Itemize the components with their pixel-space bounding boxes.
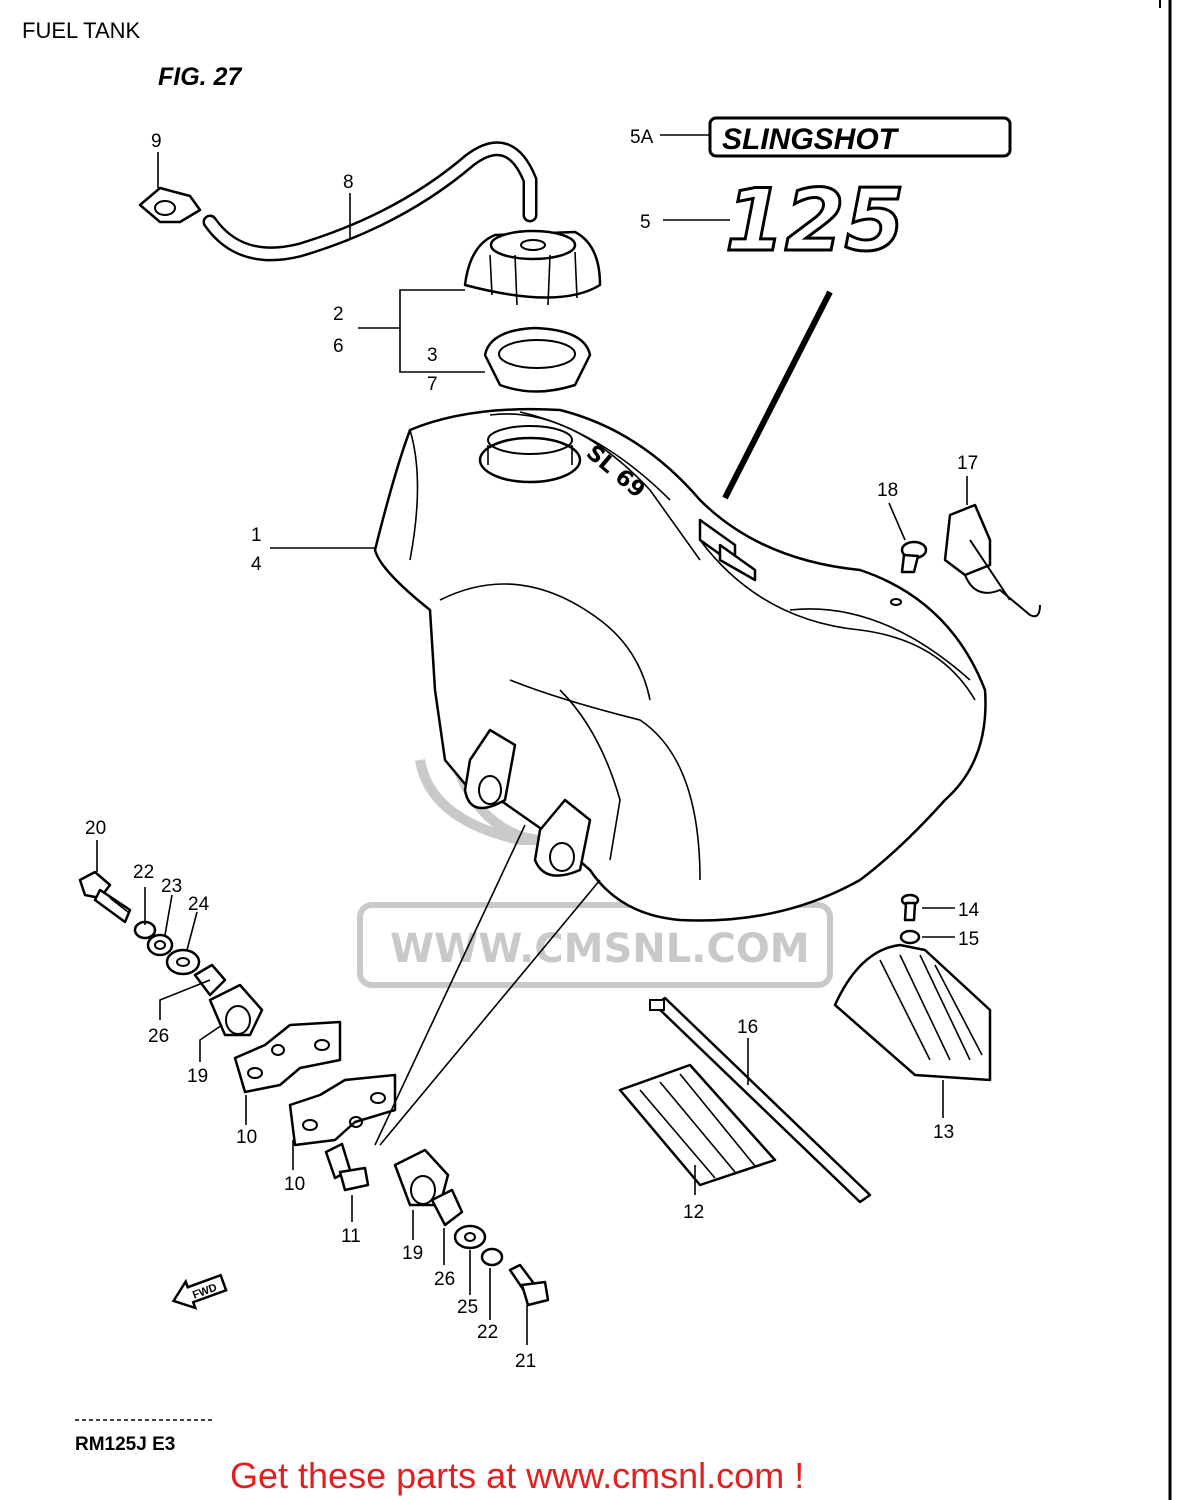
- part-21-bolt: [508, 1263, 550, 1307]
- leader-2-3: [358, 289, 485, 373]
- part-8-breather-hose: [202, 141, 538, 262]
- part-3-cap-gasket: [483, 326, 592, 393]
- leader-lower-centre: [412, 1210, 528, 1345]
- callout-10a: 10: [236, 1127, 257, 1148]
- callout-17: 17: [957, 453, 978, 474]
- part-9-clamp: [138, 186, 202, 224]
- callout-10b: 10: [284, 1174, 305, 1195]
- callout-2: 2: [333, 304, 344, 325]
- page-title: FUEL TANK: [22, 18, 141, 43]
- fwd-arrow-icon: FWD: [171, 1273, 228, 1310]
- callout-7: 7: [427, 374, 438, 395]
- part-12-rubber-pad: [618, 1063, 777, 1187]
- figure-label: FIG. 27: [158, 63, 242, 91]
- callout-19a: 19: [187, 1066, 208, 1087]
- part-17-hook: [943, 503, 1041, 618]
- part-15-washer: [899, 929, 921, 945]
- callout-22a: 22: [133, 862, 154, 883]
- callout-3: 3: [427, 345, 438, 366]
- part-1-fuel-tank: SL 69: [373, 407, 987, 922]
- part-10-bracket-a: [233, 1020, 342, 1094]
- callout-23: 23: [161, 876, 182, 897]
- callout-26b: 26: [434, 1269, 455, 1290]
- part-19-grommet-a: [208, 983, 264, 1037]
- leader-18: [888, 502, 906, 541]
- callout-19b: 19: [402, 1243, 423, 1264]
- part-11-bolt: [324, 1142, 370, 1192]
- decal-125: 125: [724, 170, 907, 273]
- part-10-bracket-b: [288, 1073, 397, 1147]
- footer-cta-link[interactable]: Get these parts at www.cmsnl.com !: [230, 1455, 804, 1496]
- callout-21: 21: [515, 1351, 536, 1372]
- part-25-washer: [453, 1224, 487, 1250]
- callout-8: 8: [343, 172, 354, 193]
- callout-13: 13: [933, 1122, 954, 1143]
- part-20-bolt: [78, 870, 132, 924]
- watermark-url: WWW.CMSNL.COM: [390, 926, 810, 972]
- callout-6: 6: [333, 336, 344, 357]
- callout-22b: 22: [477, 1322, 498, 1343]
- callout-5: 5: [640, 212, 651, 233]
- part-13-cover: [833, 943, 992, 1082]
- callout-9: 9: [151, 131, 162, 152]
- callout-16: 16: [737, 1017, 758, 1038]
- part-14-screw: [900, 893, 920, 922]
- decal-125-text: 125: [725, 171, 905, 271]
- callout-5a: 5A: [630, 127, 654, 148]
- callout-20: 20: [85, 818, 106, 839]
- part-19-grommet-b: [393, 1148, 450, 1207]
- part-2-fuel-cap: [463, 229, 602, 306]
- model-code: RM125J E3: [75, 1434, 175, 1455]
- callout-14: 14: [958, 900, 980, 921]
- callout-15: 15: [958, 929, 979, 950]
- callout-4: 4: [251, 554, 262, 575]
- callout-24: 24: [188, 894, 210, 915]
- part-18-screw: [900, 540, 928, 574]
- leader-lower-left: [144, 887, 223, 1062]
- decal-slingshot-text: SLINGSHOT: [722, 123, 900, 156]
- callout-12: 12: [683, 1202, 704, 1223]
- callout-26a: 26: [148, 1026, 169, 1047]
- part-16-strap: [649, 996, 872, 1204]
- part-26-collar-b: [430, 1188, 464, 1227]
- callout-1: 1: [251, 525, 262, 546]
- part-23-washer: [146, 933, 174, 957]
- callout-11: 11: [341, 1226, 361, 1247]
- decal-leader: [722, 290, 833, 500]
- leader-14-15: [922, 907, 955, 938]
- part-22-washer-b: [480, 1247, 504, 1267]
- callout-18: 18: [877, 480, 898, 501]
- part-24-washer: [165, 948, 201, 976]
- callout-25: 25: [457, 1297, 478, 1318]
- leader-tank-to-bracket: [374, 824, 601, 1146]
- decal-slingshot: SLINGSHOT: [708, 116, 1012, 158]
